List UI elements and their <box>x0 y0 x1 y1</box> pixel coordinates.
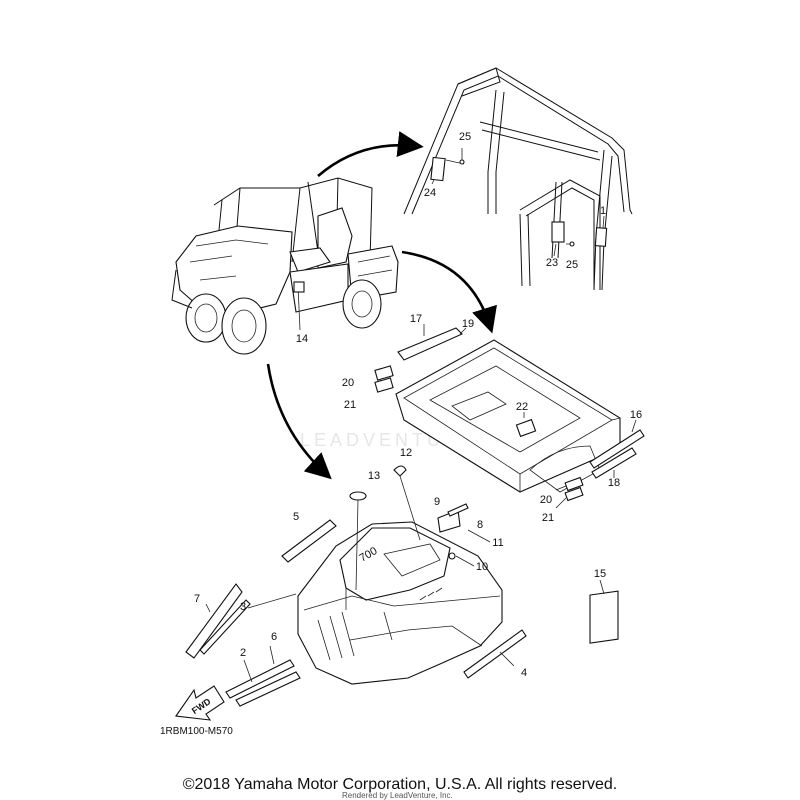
arrow-to-cargo-bed <box>401 250 497 334</box>
callout-19: 19 <box>462 318 474 330</box>
decal-15 <box>589 579 619 644</box>
copyright-notice: ©2018 Yamaha Motor Corporation, U.S.A. A… <box>182 776 618 793</box>
arrow-to-hood <box>266 363 332 480</box>
drawing-code: 1RBM100-M570 <box>160 726 233 737</box>
callout-15: 15 <box>594 568 606 580</box>
fwd-arrow: FWD <box>175 685 225 721</box>
callout-7: 7 <box>194 593 200 605</box>
callout-16: 16 <box>630 409 642 421</box>
callout-23: 23 <box>546 257 558 269</box>
callout-25a: 25 <box>459 131 471 143</box>
callout-3: 3 <box>240 601 246 613</box>
callout-9: 9 <box>434 496 440 508</box>
callout-20b: 20 <box>540 494 552 506</box>
arrow-to-rollcage <box>317 131 424 177</box>
vehicle-overview <box>171 177 399 355</box>
cargo-bed <box>374 324 645 509</box>
callout-22: 22 <box>516 401 528 413</box>
callout-1: 1 <box>600 205 606 217</box>
callout-21a: 21 <box>344 399 356 411</box>
front-body: 700 <box>185 465 527 707</box>
callout-2: 2 <box>240 647 246 659</box>
callout-25b: 25 <box>566 259 578 271</box>
callout-11: 11 <box>492 537 503 549</box>
callout-6: 6 <box>271 631 277 643</box>
callout-20a: 20 <box>342 377 354 389</box>
callout-14: 14 <box>296 333 308 345</box>
roll-cage <box>403 67 633 291</box>
callout-21b: 21 <box>542 512 554 524</box>
callout-24: 24 <box>424 187 436 199</box>
callout-12: 12 <box>400 447 412 459</box>
callout-17: 17 <box>410 313 422 325</box>
callout-8: 8 <box>477 519 483 531</box>
callout-5: 5 <box>293 511 299 523</box>
callout-13: 13 <box>368 470 380 482</box>
callout-18: 18 <box>608 477 620 489</box>
rendered-by-notice: Rendered by LeadVenture, Inc. <box>342 791 453 800</box>
callout-4: 4 <box>521 667 527 679</box>
callout-10: 10 <box>476 561 488 573</box>
